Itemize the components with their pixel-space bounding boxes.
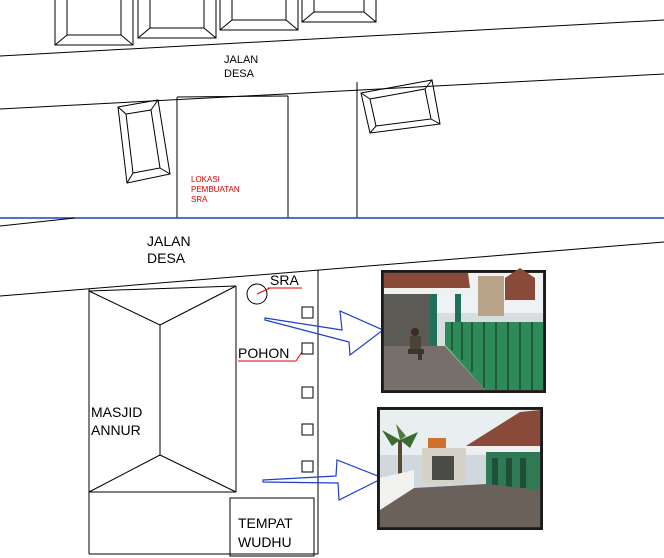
sra-marker-icon [246, 283, 268, 305]
location-label-line1: LOKASI [191, 175, 220, 184]
photo-mosque-courtyard [377, 407, 543, 530]
road-label-top: JALAN [224, 54, 258, 66]
mosque-compound [88, 270, 319, 555]
wudhu-label-line2: WUDHU [238, 534, 292, 550]
sra-label: SRA [270, 272, 299, 288]
middle-buildings [176, 82, 358, 218]
mosque-roof [88, 285, 237, 493]
upper-road [0, 19, 664, 110]
outline-arrow-icon [262, 459, 385, 501]
outline-arrow-icon [264, 310, 385, 357]
location-label-line2: PEMBUATAN [191, 185, 240, 194]
road-label-bottom: JALAN [147, 233, 191, 249]
roof-left [117, 99, 171, 184]
top-buildings [54, 0, 377, 46]
road-label-top-desa: DESA [224, 68, 255, 80]
masjid-label-line2: ANNUR [91, 422, 141, 438]
tree-icon [301, 460, 314, 473]
tree-icon [301, 423, 314, 436]
tree-markers [301, 306, 314, 473]
photo-mosque-porch [381, 268, 546, 393]
wudhu-label-line1: TEMPAT [238, 515, 293, 531]
roof-right [360, 79, 441, 134]
tree-icon [301, 386, 314, 399]
pohon-pointer-line [295, 351, 303, 362]
pohon-label: POHON [238, 345, 289, 361]
road-label-bottom-desa: DESA [147, 250, 186, 266]
tree-icon [301, 342, 314, 355]
tree-icon [301, 306, 314, 319]
lower-road [0, 217, 664, 297]
sra-pointer-line [256, 287, 271, 295]
wudhu-building [229, 497, 315, 557]
location-label-line3: SRA [191, 195, 208, 204]
masjid-label-line1: MASJID [91, 404, 142, 420]
